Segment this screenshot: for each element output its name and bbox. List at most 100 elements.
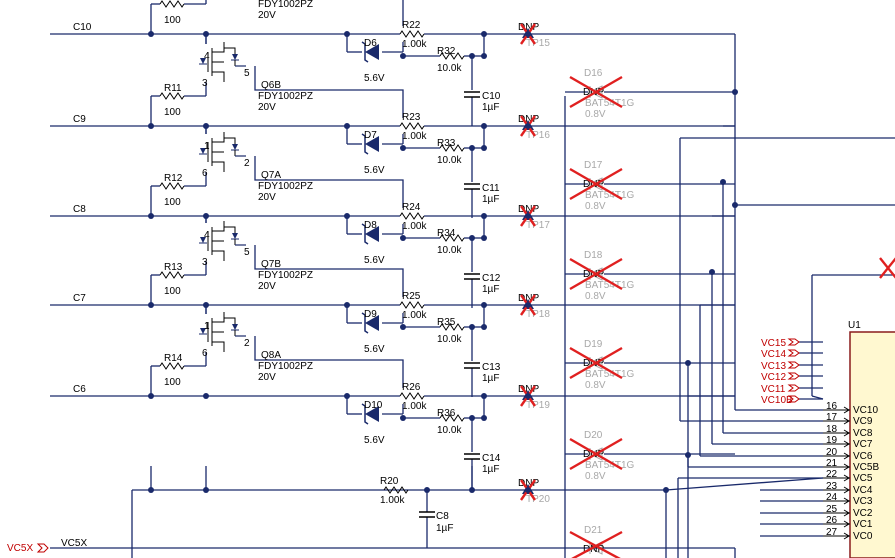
wire bbox=[665, 477, 824, 491]
diode-body bbox=[588, 356, 603, 370]
wires bbox=[50, 0, 895, 558]
dnp-label: DNP bbox=[518, 384, 539, 395]
ic-pin-name: VC9 bbox=[853, 416, 873, 427]
cap-c13 bbox=[464, 362, 480, 369]
resistor-ref: R26 bbox=[402, 382, 421, 393]
testpoint-ref: TP18 bbox=[526, 309, 550, 320]
diode-body bbox=[588, 85, 603, 99]
series-resistor-bottom bbox=[439, 52, 465, 60]
ic-pin-number: 17 bbox=[826, 412, 838, 423]
ic-pin-number: 26 bbox=[826, 515, 838, 526]
junction-dot bbox=[469, 235, 475, 241]
cap-value: 1µF bbox=[482, 194, 499, 205]
cap-value: 1µF bbox=[436, 523, 453, 534]
resistor-ref: R12 bbox=[164, 173, 183, 184]
resistor-value: 10.0k bbox=[437, 334, 462, 345]
zener-body bbox=[365, 315, 379, 331]
ic-pin-number: 22 bbox=[826, 469, 838, 480]
resistor-value: 10.0k bbox=[437, 245, 462, 256]
junction-dot bbox=[481, 393, 487, 399]
dnp-cross bbox=[879, 257, 895, 279]
dnp-diode-mark bbox=[569, 346, 623, 380]
port-label: VC14 bbox=[761, 349, 786, 360]
gate-resistor bbox=[159, 0, 185, 8]
fet-body-diode bbox=[232, 54, 238, 60]
ic-pin-number: 16 bbox=[826, 401, 838, 412]
junction-dot bbox=[344, 31, 350, 37]
wire bbox=[254, 336, 404, 388]
mosfet-part: FDY1002PZ bbox=[258, 0, 313, 10]
zener-value: 5.6V bbox=[364, 344, 385, 355]
dnp-diode-vf: 0.8V bbox=[585, 109, 606, 120]
junction-dot bbox=[344, 213, 350, 219]
cap-ref: C8 bbox=[436, 511, 449, 522]
junction-dot bbox=[400, 145, 406, 151]
resistor-ref: R24 bbox=[402, 202, 421, 213]
zener-body bbox=[365, 226, 379, 242]
junction-dot bbox=[685, 360, 691, 366]
fet-lead bbox=[212, 250, 225, 261]
dnp-label: DNP bbox=[518, 204, 539, 215]
ic-pin-name: VC5B bbox=[853, 462, 879, 473]
ic-pin-arrow bbox=[843, 497, 850, 505]
junction-dot bbox=[469, 145, 475, 151]
port-arrow bbox=[787, 338, 800, 346]
junctions bbox=[148, 31, 738, 493]
fet-lead bbox=[224, 317, 236, 324]
diode-body bbox=[588, 267, 603, 281]
vc5x-port-label: VC5X bbox=[7, 543, 33, 554]
port-label: VC10B bbox=[761, 395, 793, 406]
ic-pin-name: VC10 bbox=[853, 405, 878, 416]
resistor-ref: R36 bbox=[437, 408, 456, 419]
series-resistor-top bbox=[399, 30, 425, 38]
resistor-r20 bbox=[383, 486, 409, 494]
series-resistor-bottom bbox=[439, 414, 465, 422]
pin-number: 6 bbox=[202, 348, 208, 359]
mosfet-ref: Q7B bbox=[261, 259, 281, 270]
net-label-c6: C6 bbox=[73, 384, 86, 395]
testpoint-ref: TP17 bbox=[526, 220, 550, 231]
ic-pin-name: VC3 bbox=[853, 496, 873, 507]
junction-dot bbox=[148, 302, 154, 308]
port-label: VC15 bbox=[761, 338, 786, 349]
junction-dot bbox=[685, 452, 691, 458]
junction-dot bbox=[525, 393, 531, 399]
junction-dot bbox=[525, 487, 531, 493]
mosfet-q6b bbox=[199, 42, 246, 82]
mosfet-part: FDY1002PZ bbox=[258, 361, 313, 372]
junction-dot bbox=[203, 31, 209, 37]
dnp-diode-vf: 0.8V bbox=[585, 291, 606, 302]
pin-number: 4 bbox=[204, 230, 210, 241]
fet-lead bbox=[212, 161, 225, 172]
gate-resistor bbox=[159, 92, 185, 100]
fet-diode bbox=[200, 328, 206, 334]
series-resistor-bottom bbox=[439, 144, 465, 152]
resistor-value: 1.00k bbox=[402, 39, 427, 50]
pin-number: 1 bbox=[204, 141, 210, 152]
cap-c8 bbox=[419, 511, 435, 518]
ic-pin-number: 27 bbox=[826, 527, 838, 538]
resistor-ref: R33 bbox=[437, 138, 456, 149]
ic-ref: U1 bbox=[848, 320, 861, 331]
fet-lead bbox=[212, 312, 225, 323]
zener-ref: D8 bbox=[364, 220, 377, 231]
junction-dot bbox=[481, 31, 487, 37]
pin-number: 3 bbox=[202, 78, 208, 89]
resistor-value: 100 bbox=[164, 197, 181, 208]
zener-d10 bbox=[361, 403, 379, 425]
zener-body bbox=[365, 136, 379, 152]
vc5x-net-label: VC5X bbox=[61, 538, 87, 549]
zener-bar bbox=[361, 41, 369, 63]
port-arrow bbox=[787, 349, 800, 357]
ic-pin-arrow bbox=[843, 463, 850, 471]
zener-bar bbox=[361, 133, 369, 155]
mosfet-voltage: 20V bbox=[258, 192, 276, 203]
mosfet-q7a bbox=[199, 132, 246, 172]
ic-pin-number: 24 bbox=[826, 492, 838, 503]
components bbox=[36, 0, 895, 558]
dnp-cross bbox=[571, 530, 623, 558]
zener-value: 5.6V bbox=[364, 255, 385, 266]
junction-dot bbox=[148, 31, 154, 37]
ic-pin-arrow bbox=[843, 520, 850, 528]
pin-number: 5 bbox=[244, 68, 250, 79]
